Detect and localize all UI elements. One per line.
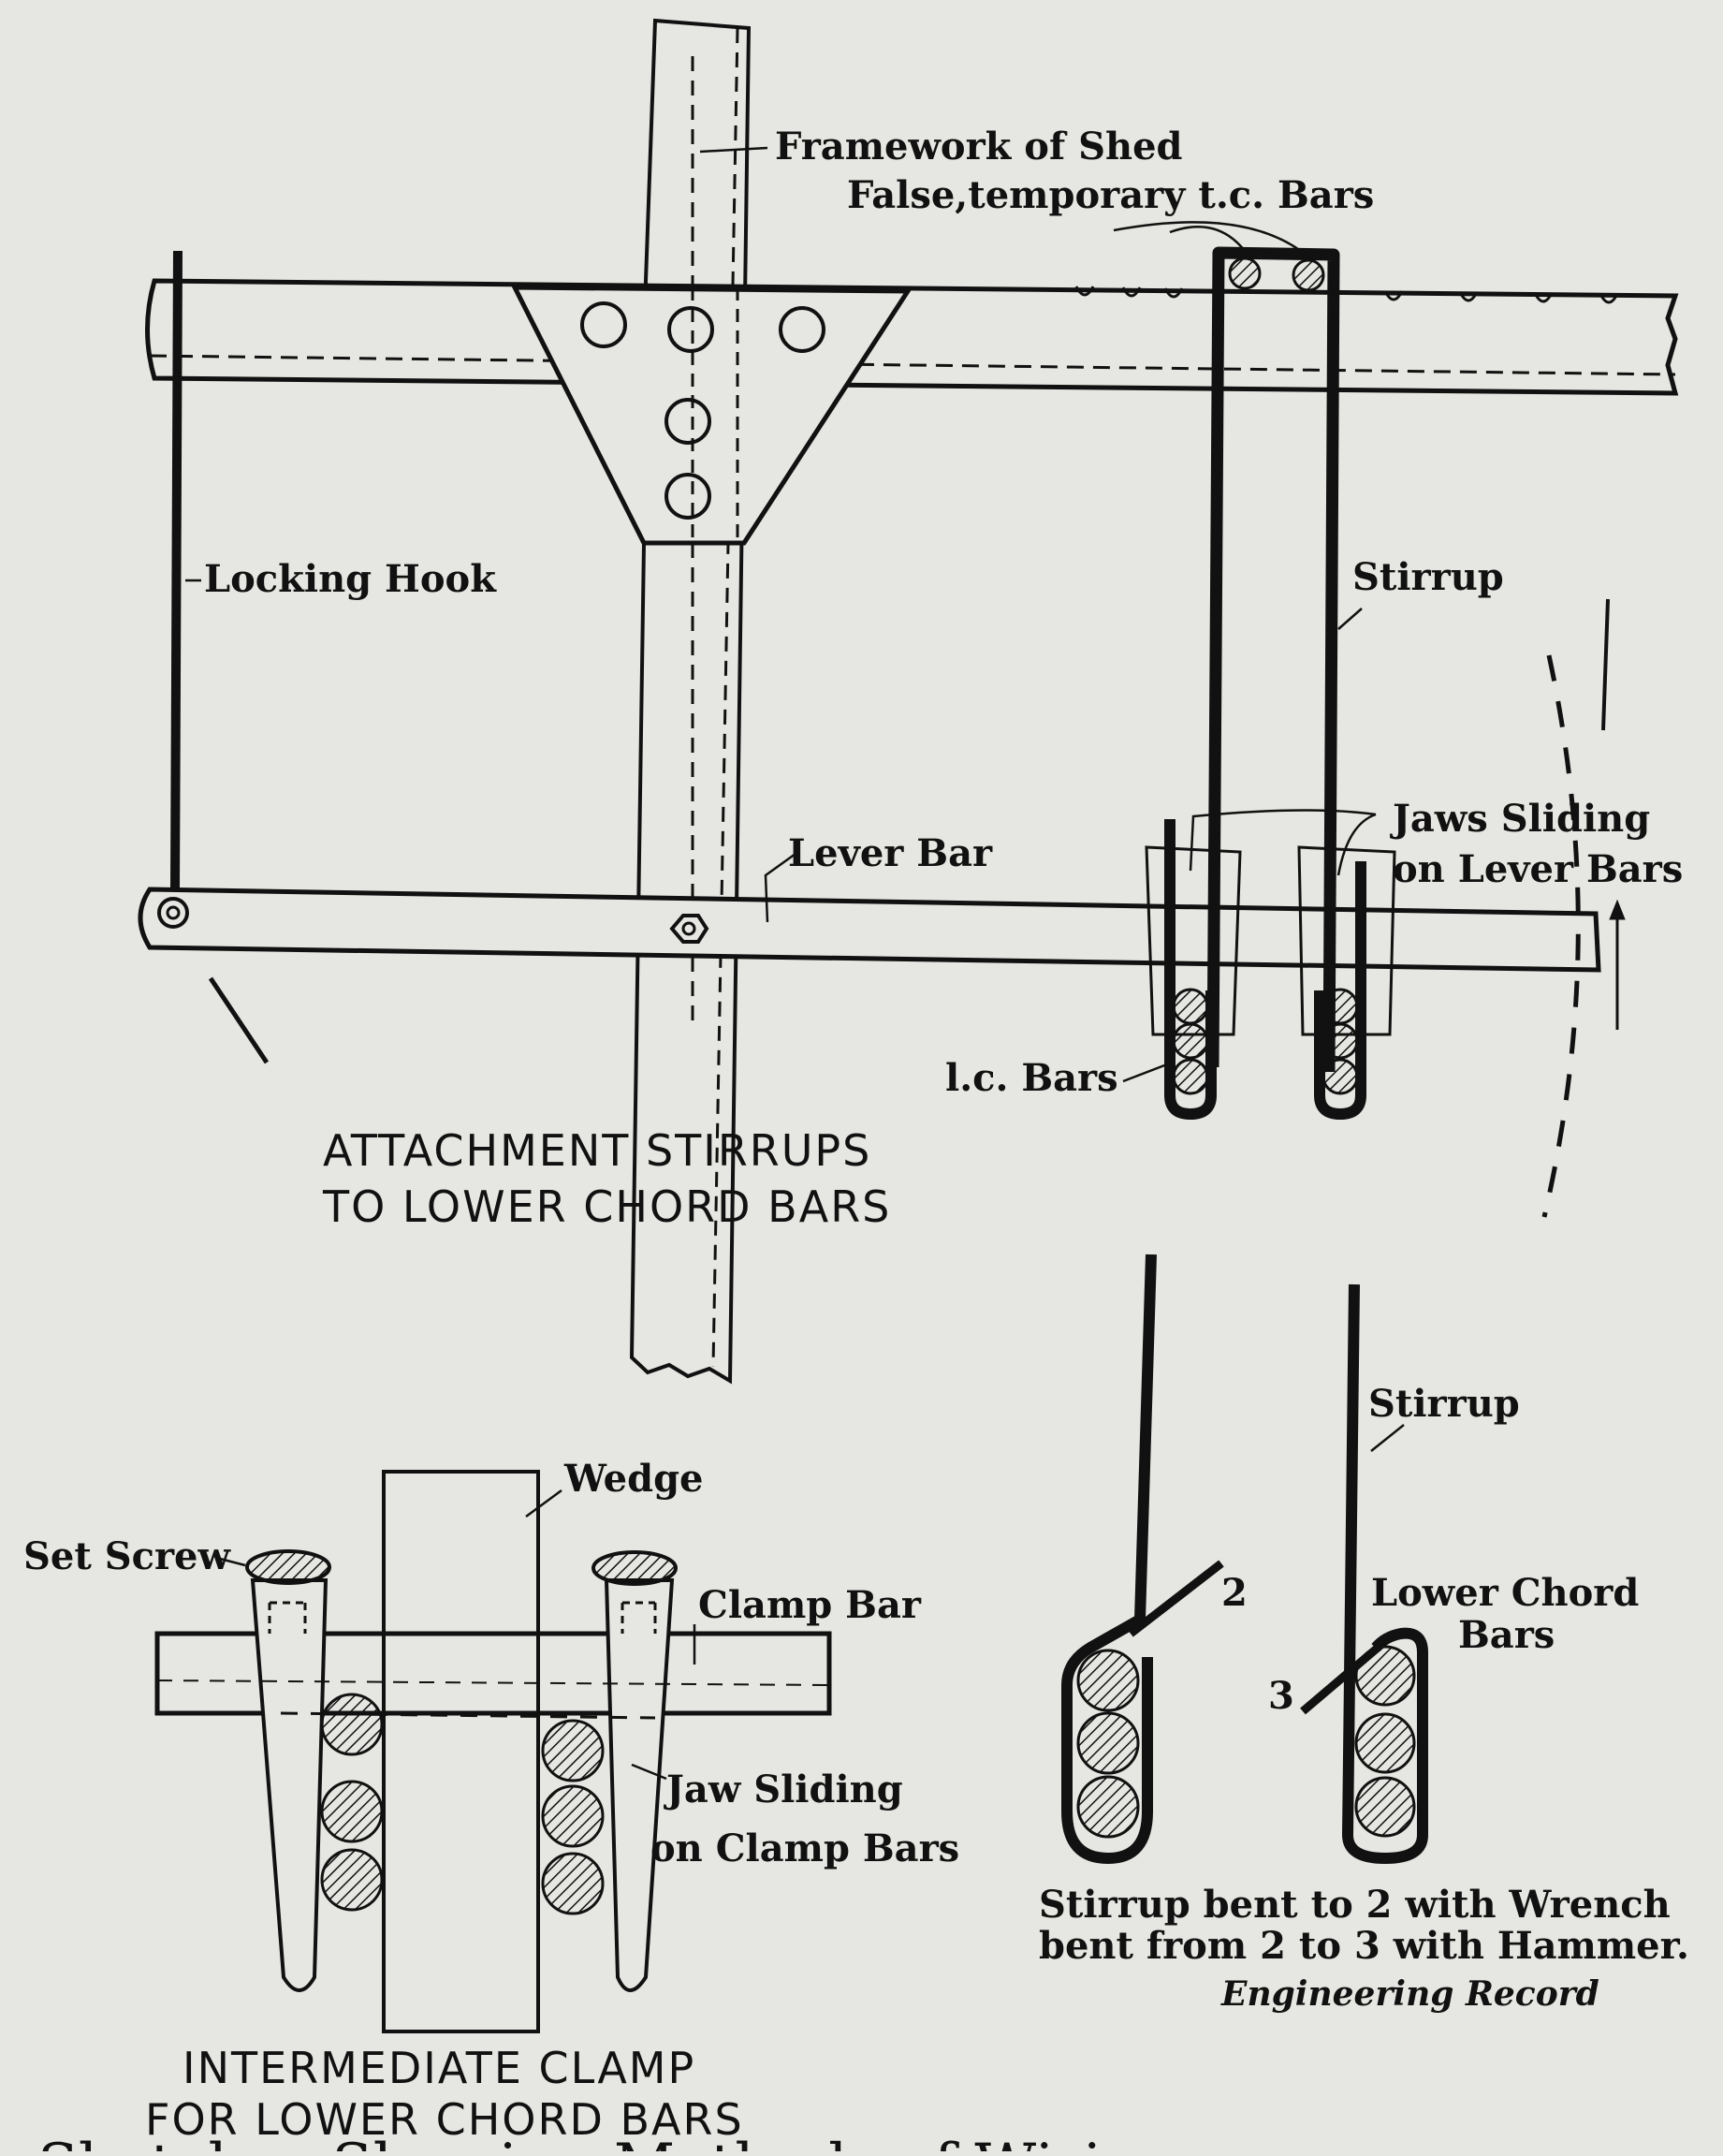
label-wedge: Wedge — [563, 1457, 704, 1501]
sliding-jaw-left — [1145, 819, 1242, 1121]
caption-top-2: TO LOWER CHORD BARS — [322, 1181, 891, 1232]
top-figure — [138, 18, 1679, 1385]
clamp-labels: Wedge Set Screw Clamp Bar Jaw Sliding on… — [23, 1457, 959, 2145]
label-top-stirrup: Stirrup — [1352, 555, 1504, 599]
caption-top-1: ATTACHMENT STIRRUPS — [323, 1125, 871, 1176]
caption-clamp-1: INTERMEDIATE CLAMP — [183, 2043, 695, 2093]
clamp-figure — [154, 1470, 832, 2033]
clamp-jaw-left — [245, 1549, 384, 1992]
leader-lines — [185, 146, 1377, 1083]
stirrup-figure — [1061, 1254, 1428, 1864]
upper-beam — [145, 278, 1679, 396]
label-lever-bar: Lever Bar — [788, 831, 993, 875]
label-lower-chord-2: Bars — [1458, 1613, 1555, 1657]
caption-clamp-2: FOR LOWER CHORD BARS — [145, 2094, 744, 2145]
swing-arc — [1541, 598, 1626, 1218]
label-num-3: 3 — [1268, 1674, 1294, 1718]
clamp-leaders — [219, 1489, 696, 1781]
label-lower-chord-1: Lower Chord — [1371, 1571, 1639, 1615]
note-line-2: bent from 2 to 3 with Hammer. — [1039, 1924, 1689, 1968]
label-bent-stirrup: Stirrup — [1368, 1382, 1520, 1426]
gusset-plate — [510, 285, 913, 546]
bottom-text: Sketches Showing Methods of Wiring — [37, 2132, 1179, 2151]
top-labels: Framework of Shed False,temporary t.c. B… — [204, 125, 1683, 1232]
locking-hook — [170, 250, 183, 890]
label-jaw-sliding-2: on Clamp Bars — [650, 1826, 959, 1870]
label-lc-bars: l.c. Bars — [945, 1056, 1118, 1100]
label-jaws-sliding-2: on Lever Bars — [1393, 847, 1683, 891]
label-jaws-sliding-1: Jaws Sliding — [1390, 797, 1650, 841]
top-stirrup — [1206, 246, 1340, 1073]
bent-stirrup-left — [1061, 1254, 1224, 1864]
clamp-bar — [154, 1631, 832, 1716]
label-clamp-bar: Clamp Bar — [698, 1583, 922, 1627]
label-jaw-sliding-1: Jaw Sliding — [664, 1767, 903, 1811]
lever-bar — [138, 887, 1601, 1064]
label-framework-of-shed: Framework of Shed — [775, 125, 1183, 169]
wedge — [382, 1470, 540, 2033]
label-locking-hook: Locking Hook — [204, 557, 497, 601]
credit: Engineering Record — [1220, 1974, 1599, 2014]
bent-stirrup-right — [1300, 1283, 1428, 1864]
stirrup-labels: Stirrup 2 3 Lower Chord Bars Stirrup ben… — [1039, 1382, 1689, 2014]
framework-post — [629, 18, 752, 1385]
sliding-jaw-right — [1297, 845, 1396, 1121]
label-set-screw: Set Screw — [23, 1534, 232, 1578]
stirrup-leader — [1370, 1424, 1405, 1452]
label-num-2: 2 — [1221, 1571, 1248, 1615]
label-false-temporary-bars: False,temporary t.c. Bars — [847, 173, 1374, 217]
clamp-jaw-right — [541, 1550, 678, 1992]
note-line-1: Stirrup bent to 2 with Wrench — [1039, 1883, 1671, 1927]
